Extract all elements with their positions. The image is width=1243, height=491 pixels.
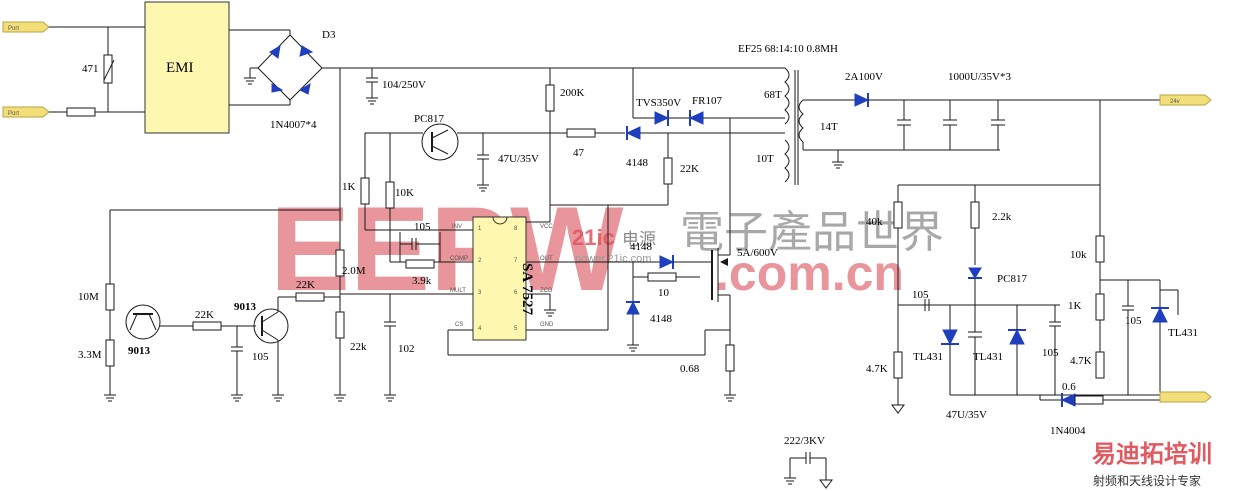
res-22k-b-label: 22K [195, 309, 214, 321]
ic-pin6: 6 [514, 290, 518, 296]
res-22k-c-label: 22K [296, 279, 315, 291]
cap-105-r3-label: 105 [1125, 315, 1142, 327]
ic-pin1: 1 [478, 226, 482, 232]
res-06-label: 0.6 [1062, 381, 1076, 393]
res-2m-label: 2.0M [342, 265, 366, 277]
q9013-a-label: 9013 [128, 345, 151, 357]
cap-105-r2-label: 105 [1042, 347, 1059, 359]
res-10m-label: 10M [78, 291, 99, 303]
cap-102-label: 102 [398, 343, 415, 355]
ic-pin7: 7 [514, 258, 518, 264]
ic-pin-vcc: VCC [540, 224, 553, 230]
ic-pin-cs: CS [455, 322, 463, 328]
diode-4148-top-label: 4148 [626, 157, 649, 169]
pc817-top-label: PC817 [414, 113, 444, 125]
ic-pin-out: OUT [540, 256, 553, 262]
output-caps [897, 100, 1005, 150]
winding-14t: 14T [820, 121, 838, 133]
watermark-group: EEPW 21ic 电源 power.21ic.com 電子產品世界 .com.… [270, 182, 1212, 488]
winding-10t: 10T [756, 153, 774, 165]
bridge-ref-label: D3 [322, 29, 336, 41]
tl431-b-label: TL431 [973, 351, 1003, 363]
res-4k7-a-label: 4.7K [866, 363, 888, 375]
emi-label: EMI [166, 60, 194, 76]
ic-pin5: 5 [514, 326, 518, 332]
diode-2a100v-label: 2A100V [845, 71, 883, 83]
diode-4148-gate-label: 4148 [630, 241, 653, 253]
ic-pin3: 3 [478, 290, 482, 296]
q9013-b-label: 9013 [234, 301, 257, 313]
ic-name: SA 7527 [519, 263, 535, 316]
res-3k9-label: 3.9k [412, 275, 432, 287]
mosfet-label: 5A/600V [737, 247, 778, 259]
tl431-a-label: TL431 [913, 351, 943, 363]
res-10k-label: 10K [395, 187, 414, 199]
res-1k-right-label: 1K [1068, 300, 1082, 312]
res-22k-d-label: 22k [350, 341, 367, 353]
transformer-title: EF25 68:14:10 0.8MH [738, 43, 838, 55]
footer-logo-cn: 易迪拓培训 [1092, 440, 1212, 468]
port-2-label: Port [8, 111, 19, 117]
res-200k-label: 200K [560, 87, 585, 99]
cap-105-r1-label: 105 [912, 289, 929, 301]
cap-104-label: 104/250V [382, 79, 426, 91]
ic-pin8: 8 [514, 226, 518, 232]
cap-222-label: 222/3KV [784, 435, 825, 447]
res-1k-label: 1K [342, 181, 356, 193]
ic-pin2: 2 [478, 258, 482, 264]
tvs-label: TVS350V [636, 97, 681, 109]
varistor-471-label: 471 [82, 63, 99, 75]
res-4k7-b-label: 4.7K [1070, 355, 1092, 367]
transformer: EF25 68:14:10 0.8MH 68T 10T 14T [738, 43, 838, 185]
res-068-label: 0.68 [680, 363, 700, 375]
ic-sa7527 [472, 216, 527, 341]
footer-sub-cn: 射频和天线设计专家 [1093, 473, 1201, 488]
watermark-url: power.21ic.com [575, 253, 651, 265]
res-2k2-label: 2.2k [992, 211, 1012, 223]
ic-pin-zcd: ZCD [540, 288, 553, 294]
port-1-label: Port [8, 26, 19, 32]
ic-pin-comp: COMP [450, 256, 468, 262]
ic-pin4: 4 [478, 326, 482, 332]
emi-filter-box [144, 1, 230, 134]
cap-47u-label: 47U/35V [498, 153, 539, 165]
res-10k-right-label: 10k [1070, 249, 1087, 261]
tl431-c-label: TL431 [1168, 327, 1198, 339]
fr107-label: FR107 [692, 95, 722, 107]
out-24v-label: 24v [1170, 99, 1180, 105]
bridge-rectifier: D3 1N4007*4 [229, 29, 340, 131]
watermark-21ic-cn: 电源 [622, 230, 656, 250]
res-10-label: 10 [658, 287, 670, 299]
cap-47u-right-label: 47U/35V [946, 409, 987, 421]
res-22k-mid-label: 22K [680, 163, 699, 175]
cap-105-ic-label: 105 [414, 221, 431, 233]
pc817-right-label: PC817 [997, 273, 1027, 285]
diode-4148-low-label: 4148 [650, 313, 673, 325]
res-47-label: 47 [573, 147, 585, 159]
cap-1000u-label: 1000U/35V*3 [948, 71, 1011, 83]
watermark-com: .com.cn [715, 245, 904, 301]
cap-105-b-label: 105 [252, 351, 269, 363]
bridge-part-label: 1N4007*4 [270, 119, 317, 131]
input-ports: Port Port 471 [2, 21, 145, 118]
ic-pin-mult: MULT [450, 288, 466, 294]
ic-pin-gnd: GND [540, 322, 554, 328]
winding-68t: 68T [764, 89, 782, 101]
diode-1n4004-label: 1N4004 [1050, 425, 1086, 437]
res-3m3-label: 3.3M [78, 349, 102, 361]
ic-pin-inv: INV [452, 224, 462, 230]
res-40k-label: 40k [866, 216, 883, 228]
